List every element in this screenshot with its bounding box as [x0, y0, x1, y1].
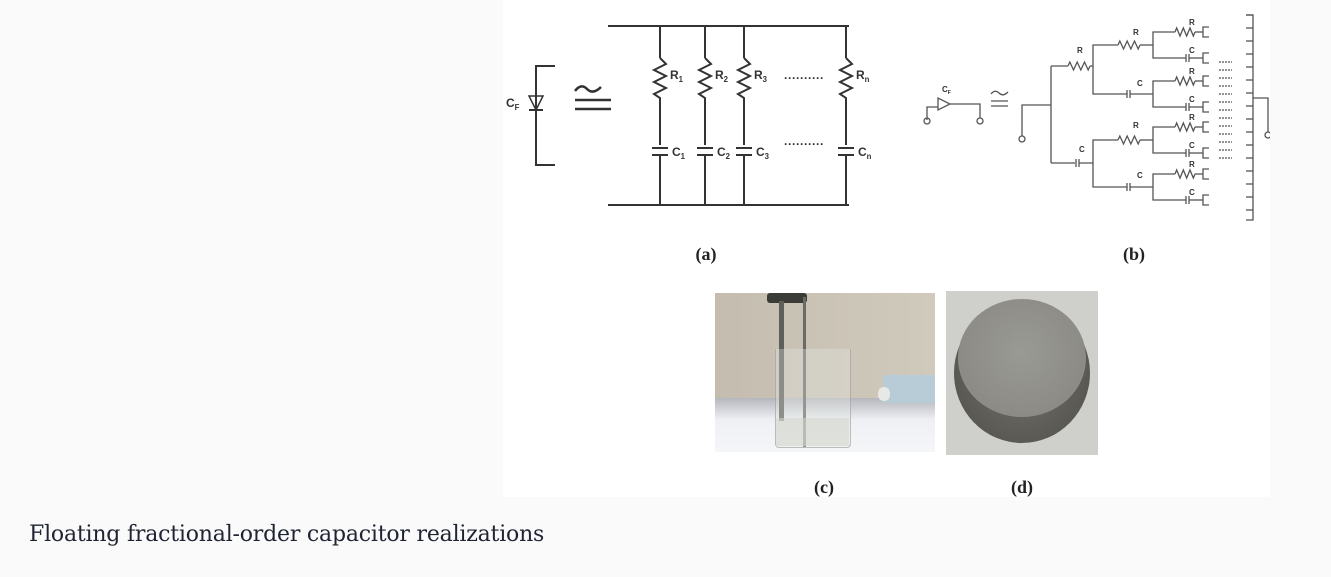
approx-sign-a	[574, 85, 611, 111]
resistor	[696, 57, 714, 145]
rc-branch	[696, 26, 714, 205]
cf-symbol-a	[527, 65, 555, 166]
panel-d-label: (d)	[1011, 477, 1033, 497]
capacitor-label: C3	[756, 145, 770, 161]
resistor-label: R3	[754, 68, 768, 84]
terminal-bracket	[1202, 194, 1209, 206]
resistor	[837, 57, 855, 145]
resistor	[1174, 26, 1196, 38]
resistor	[1117, 134, 1141, 146]
capacitor-label: C1	[672, 145, 686, 161]
can-top	[958, 299, 1086, 417]
resistor	[651, 57, 669, 145]
resistor	[1067, 60, 1091, 72]
cf-label-b: CF	[942, 85, 951, 96]
r-label: R	[1189, 160, 1195, 169]
r-label: R	[1077, 46, 1083, 55]
rc-branch	[837, 26, 855, 205]
panel-c-label: (c)	[814, 477, 834, 497]
panel-a-label: (a)	[695, 244, 717, 264]
resistor	[1174, 168, 1196, 180]
resistor	[735, 57, 753, 145]
resistor-label: Rn	[856, 68, 870, 84]
c-label: C	[1189, 46, 1195, 55]
resistor	[1117, 39, 1141, 51]
lab-device	[883, 375, 935, 403]
c-label: C	[1189, 141, 1195, 150]
r-label: R	[1189, 18, 1195, 27]
terminal-bracket	[1202, 101, 1209, 113]
capacitor-label: C2	[717, 145, 731, 161]
terminal-bracket	[1202, 26, 1209, 38]
figure-caption: Floating fractional-order capacitor real…	[29, 522, 545, 547]
panel-b-diagram	[923, 14, 1270, 221]
r-label: R	[1189, 113, 1195, 122]
terminal-bracket	[1202, 147, 1209, 159]
rc-branch	[651, 26, 669, 205]
resistor	[1174, 75, 1196, 87]
photo-capacitor-can	[946, 291, 1098, 455]
panel-b-label: (b)	[1123, 244, 1145, 264]
cf-label-a: CF	[506, 96, 520, 112]
c-label: C	[1189, 188, 1195, 197]
rc-branch	[735, 26, 753, 205]
r-label: R	[1189, 67, 1195, 76]
ellipsis-r: ··········	[784, 71, 824, 85]
terminal-bracket	[1202, 52, 1209, 64]
resistor	[1174, 121, 1196, 133]
c-label: C	[1137, 171, 1143, 180]
r-label: R	[1133, 28, 1139, 37]
c-label: C	[1079, 145, 1085, 154]
terminal-bracket	[1202, 75, 1209, 87]
r-label: R	[1133, 121, 1139, 130]
terminal-bracket	[1202, 168, 1209, 180]
c-label: C	[1189, 95, 1195, 104]
c-label: C	[1137, 79, 1143, 88]
terminal-bracket	[1202, 121, 1209, 133]
resistor-label: R2	[715, 68, 729, 84]
capacitor-label: Cn	[858, 145, 872, 161]
resistor-label: R1	[670, 68, 684, 84]
clamp	[767, 293, 807, 303]
ellipsis-c: ··········	[784, 137, 824, 151]
photo-beaker	[715, 293, 935, 452]
